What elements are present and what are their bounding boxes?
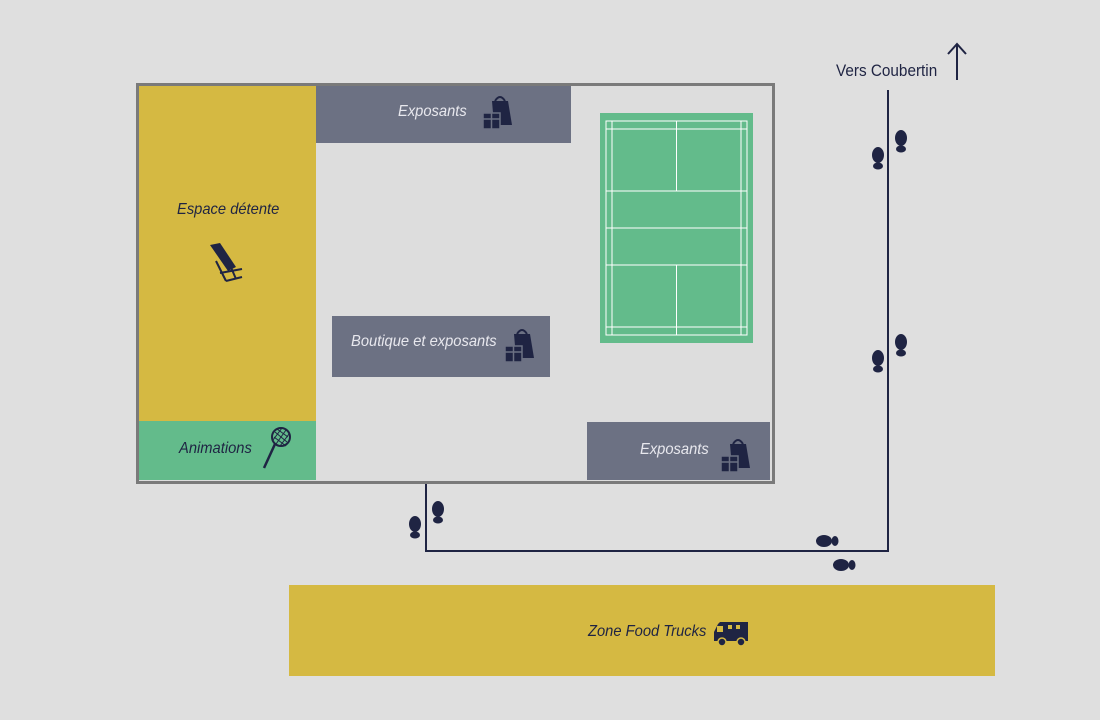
- zone-exposants-top[interactable]: [316, 86, 571, 143]
- zone-espace-detente[interactable]: [139, 86, 316, 421]
- arrow-up-icon: [947, 42, 967, 80]
- shopping-gift-icon: [504, 329, 534, 363]
- zone-food-trucks[interactable]: [289, 585, 995, 676]
- zone-boutique-exposants-label: Boutique et exposants: [351, 333, 497, 350]
- shopping-gift-icon: [482, 96, 512, 130]
- zone-animations-label: Animations: [179, 440, 252, 457]
- direction-label: Vers Coubertin: [836, 61, 938, 80]
- badminton-racket-icon: [262, 427, 291, 469]
- badminton-court-icon: [600, 113, 753, 343]
- food-truck-icon: [714, 622, 748, 647]
- shopping-gift-icon: [720, 439, 750, 473]
- zone-espace-detente-label: Espace détente: [177, 201, 280, 218]
- zone-exposants-bottom-label: Exposants: [640, 441, 709, 458]
- zone-food-trucks-label: Zone Food Trucks: [588, 623, 707, 640]
- zone-exposants-top-label: Exposants: [398, 103, 467, 120]
- deck-chair-icon: [210, 243, 243, 282]
